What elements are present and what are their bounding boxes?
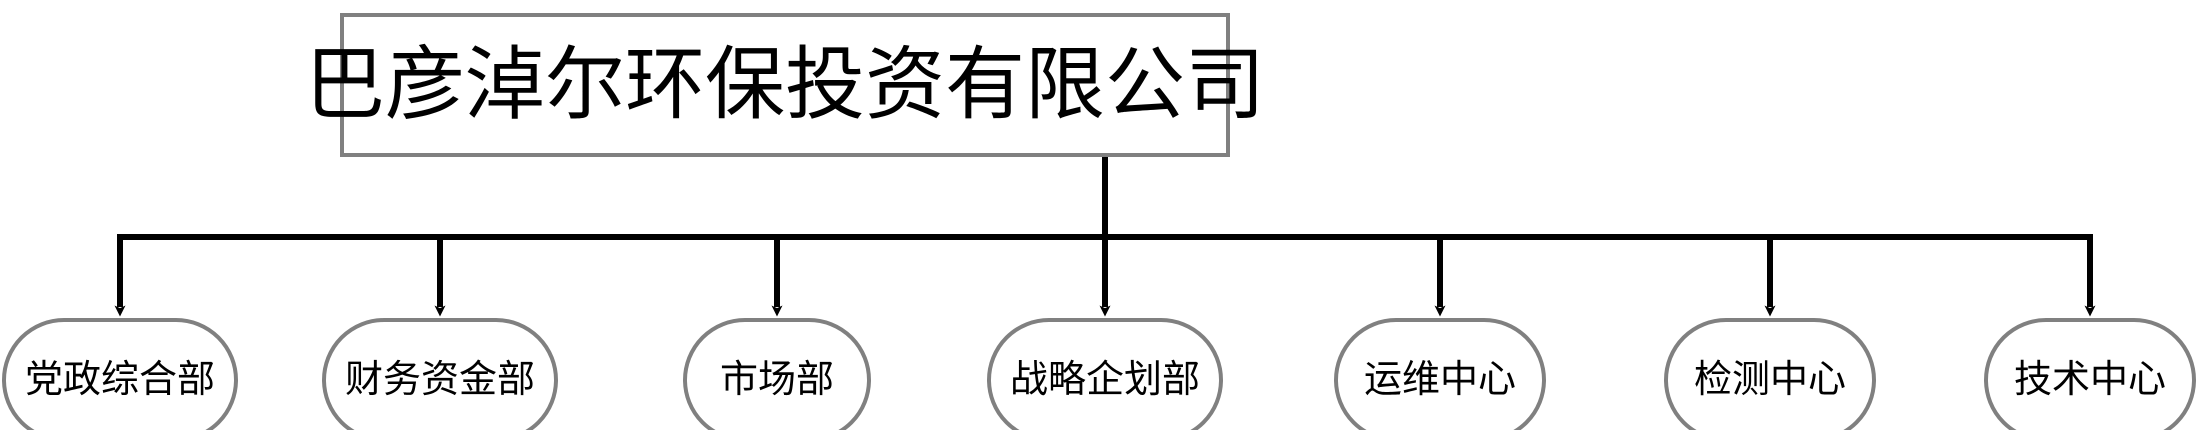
org-node-child-3[interactable]: 市场部 <box>683 318 871 430</box>
org-node-child-4[interactable]: 战略企划部 <box>987 318 1223 430</box>
org-node-child-6[interactable]: 检测中心 <box>1664 318 1876 430</box>
org-node-child-2-label: 财务资金部 <box>344 359 535 401</box>
org-node-child-2[interactable]: 财务资金部 <box>322 318 558 430</box>
org-node-child-5[interactable]: 运维中心 <box>1334 318 1546 430</box>
org-node-child-5-label: 运维中心 <box>1363 359 1516 401</box>
org-node-child-1[interactable]: 党政综合部 <box>2 318 238 430</box>
org-node-child-4-label: 战略企划部 <box>1009 359 1200 401</box>
org-node-child-7-label: 技术中心 <box>2013 359 2166 401</box>
org-node-root[interactable]: 巴彦淖尔环保投资有限公司 <box>305 13 1265 157</box>
org-node-child-6-label: 检测中心 <box>1693 359 1846 401</box>
org-node-root-label: 巴彦淖尔环保投资有限公司 <box>305 40 1265 129</box>
org-node-child-3-label: 市场部 <box>719 359 834 401</box>
org-node-child-7[interactable]: 技术中心 <box>1984 318 2196 430</box>
org-node-child-1-label: 党政综合部 <box>24 359 215 401</box>
